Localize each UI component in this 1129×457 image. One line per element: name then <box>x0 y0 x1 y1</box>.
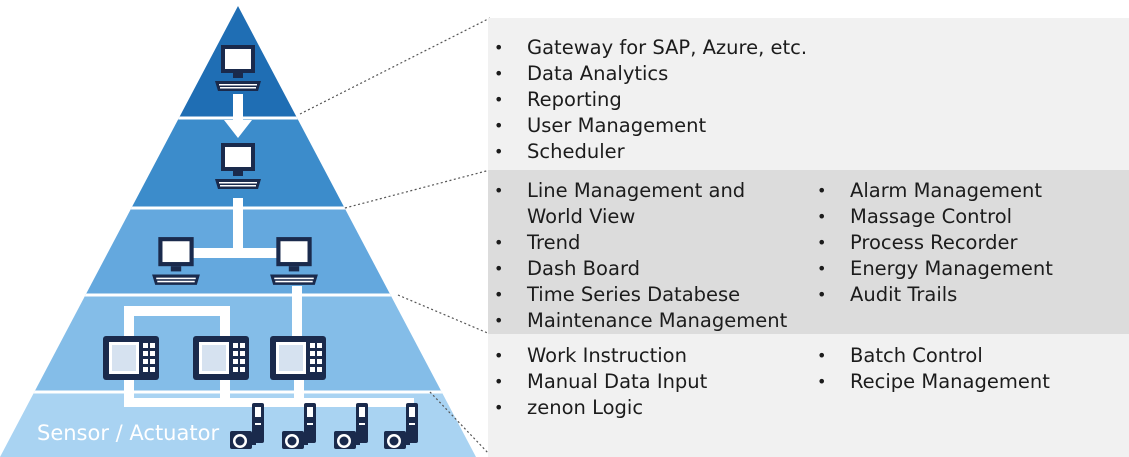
list-item: Massage Control <box>817 204 1053 230</box>
list-item: Process Recorder <box>817 230 1053 256</box>
list-item: Data Analytics <box>494 61 807 87</box>
list-item: Time Series Databese <box>494 282 787 308</box>
list-item: Trend <box>494 230 787 256</box>
list-item: Alarm Management <box>817 178 1053 204</box>
plc-features-panel: Work Instruction Manual Data Input zenon… <box>488 334 1129 457</box>
list-item: Audit Trails <box>817 282 1053 308</box>
plc-hmi-panel-3-icon <box>270 336 326 380</box>
list-item: Manual Data Input <box>494 369 707 395</box>
list-item: Gateway for SAP, Azure, etc. <box>494 35 807 61</box>
scada-features-list-right: Alarm Management Massage Control Process… <box>817 178 1053 308</box>
list-item: Line Management and <box>494 178 787 204</box>
connector-lines <box>124 94 414 407</box>
erp-features-panel: Gateway for SAP, Azure, etc. Data Analyt… <box>488 18 1129 170</box>
list-item: Scheduler <box>494 139 807 165</box>
list-item: zenon Logic <box>494 395 707 421</box>
level-label-erp: ERP <box>157 49 198 73</box>
list-item: Reporting <box>494 87 807 113</box>
level-label-scada: SCADA <box>34 231 107 255</box>
scada-features-panel: Line Management and World View Trend Das… <box>488 170 1129 334</box>
list-item: Work Instruction <box>494 343 707 369</box>
level-label-sensor-actuator: Sensor / Actuator <box>37 421 219 445</box>
scada-computer-left-icon <box>152 237 200 285</box>
list-item: Batch Control <box>817 343 1050 369</box>
list-item: Maintenance Management <box>494 308 787 334</box>
mes-computer-icon <box>215 143 261 189</box>
plc-features-list-left: Work Instruction Manual Data Input zenon… <box>494 343 707 421</box>
plc-hmi-panel-1-icon <box>103 336 159 380</box>
level-label-plc: PLC <box>8 326 47 350</box>
list-item: World View <box>494 204 787 230</box>
list-item: Dash Board <box>494 256 787 282</box>
list-item: User Management <box>494 113 807 139</box>
erp-computer-icon <box>215 45 261 91</box>
scada-features-list-left: Line Management and World View Trend Das… <box>494 178 787 334</box>
list-item-continuation: World View <box>527 205 636 228</box>
level-label-mes: MES <box>105 148 150 172</box>
list-item: Recipe Management <box>817 369 1050 395</box>
list-item: Energy Management <box>817 256 1053 282</box>
plc-features-list-right: Batch Control Recipe Management <box>817 343 1050 395</box>
leader-lines <box>299 17 491 456</box>
scada-computer-right-icon <box>270 237 318 285</box>
erp-features-list: Gateway for SAP, Azure, etc. Data Analyt… <box>494 35 807 165</box>
plc-hmi-panel-2-icon <box>193 336 249 380</box>
